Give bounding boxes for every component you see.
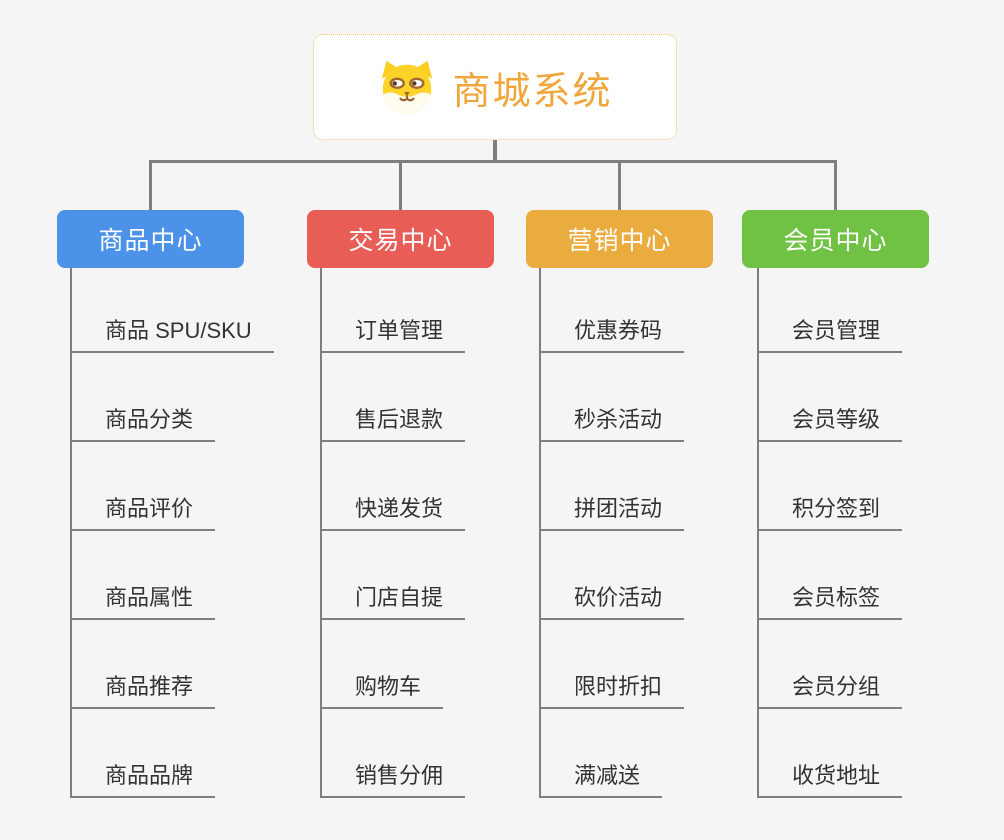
leaf-item[interactable]: 售后退款 (320, 405, 466, 442)
leaf-item[interactable]: 优惠券码 (539, 316, 685, 353)
branch-label: 商品中心 (98, 227, 203, 255)
leaf-item[interactable]: 快递发货 (320, 494, 466, 531)
branch-product-center[interactable]: 商品中心 (57, 210, 244, 268)
leaf-item[interactable]: 限时折扣 (539, 672, 685, 709)
leaf-item[interactable]: 拼团活动 (539, 494, 685, 531)
leaf-item[interactable]: 商品品牌 (70, 761, 216, 798)
branch-label: 会员中心 (783, 227, 888, 255)
shiba-dog-face-icon (382, 60, 433, 114)
leaf-item[interactable]: 商品分类 (70, 405, 216, 442)
leaf-item[interactable]: 商品 SPU/SKU (70, 316, 274, 353)
leaf-item[interactable]: 会员标签 (757, 583, 903, 620)
root-node[interactable]: 商城系统 (313, 34, 677, 140)
leaf-item[interactable]: 订单管理 (320, 316, 466, 353)
branch-label: 营销中心 (567, 227, 672, 255)
leaf-item[interactable]: 砍价活动 (539, 583, 685, 620)
leaf-item[interactable]: 收货地址 (757, 761, 903, 798)
leaf-item[interactable]: 商品属性 (70, 583, 216, 620)
leaf-item[interactable]: 商品评价 (70, 494, 216, 531)
branch-label: 交易中心 (348, 227, 453, 255)
leaf-item[interactable]: 会员分组 (757, 672, 903, 709)
leaf-item[interactable]: 会员管理 (757, 316, 903, 353)
leaf-item[interactable]: 秒杀活动 (539, 405, 685, 442)
leaf-item[interactable]: 积分签到 (757, 494, 903, 531)
branch-member-center[interactable]: 会员中心 (742, 210, 929, 268)
leaf-item[interactable]: 会员等级 (757, 405, 903, 442)
leaf-item[interactable]: 满减送 (539, 761, 663, 798)
branch-trade-center[interactable]: 交易中心 (307, 210, 494, 268)
root-title: 商城系统 (452, 70, 613, 113)
branch-marketing-center[interactable]: 营销中心 (526, 210, 713, 268)
leaf-item[interactable]: 门店自提 (320, 583, 466, 620)
leaf-item[interactable]: 销售分佣 (320, 761, 466, 798)
leaf-item[interactable]: 商品推荐 (70, 672, 216, 709)
leaf-item[interactable]: 购物车 (320, 672, 444, 709)
